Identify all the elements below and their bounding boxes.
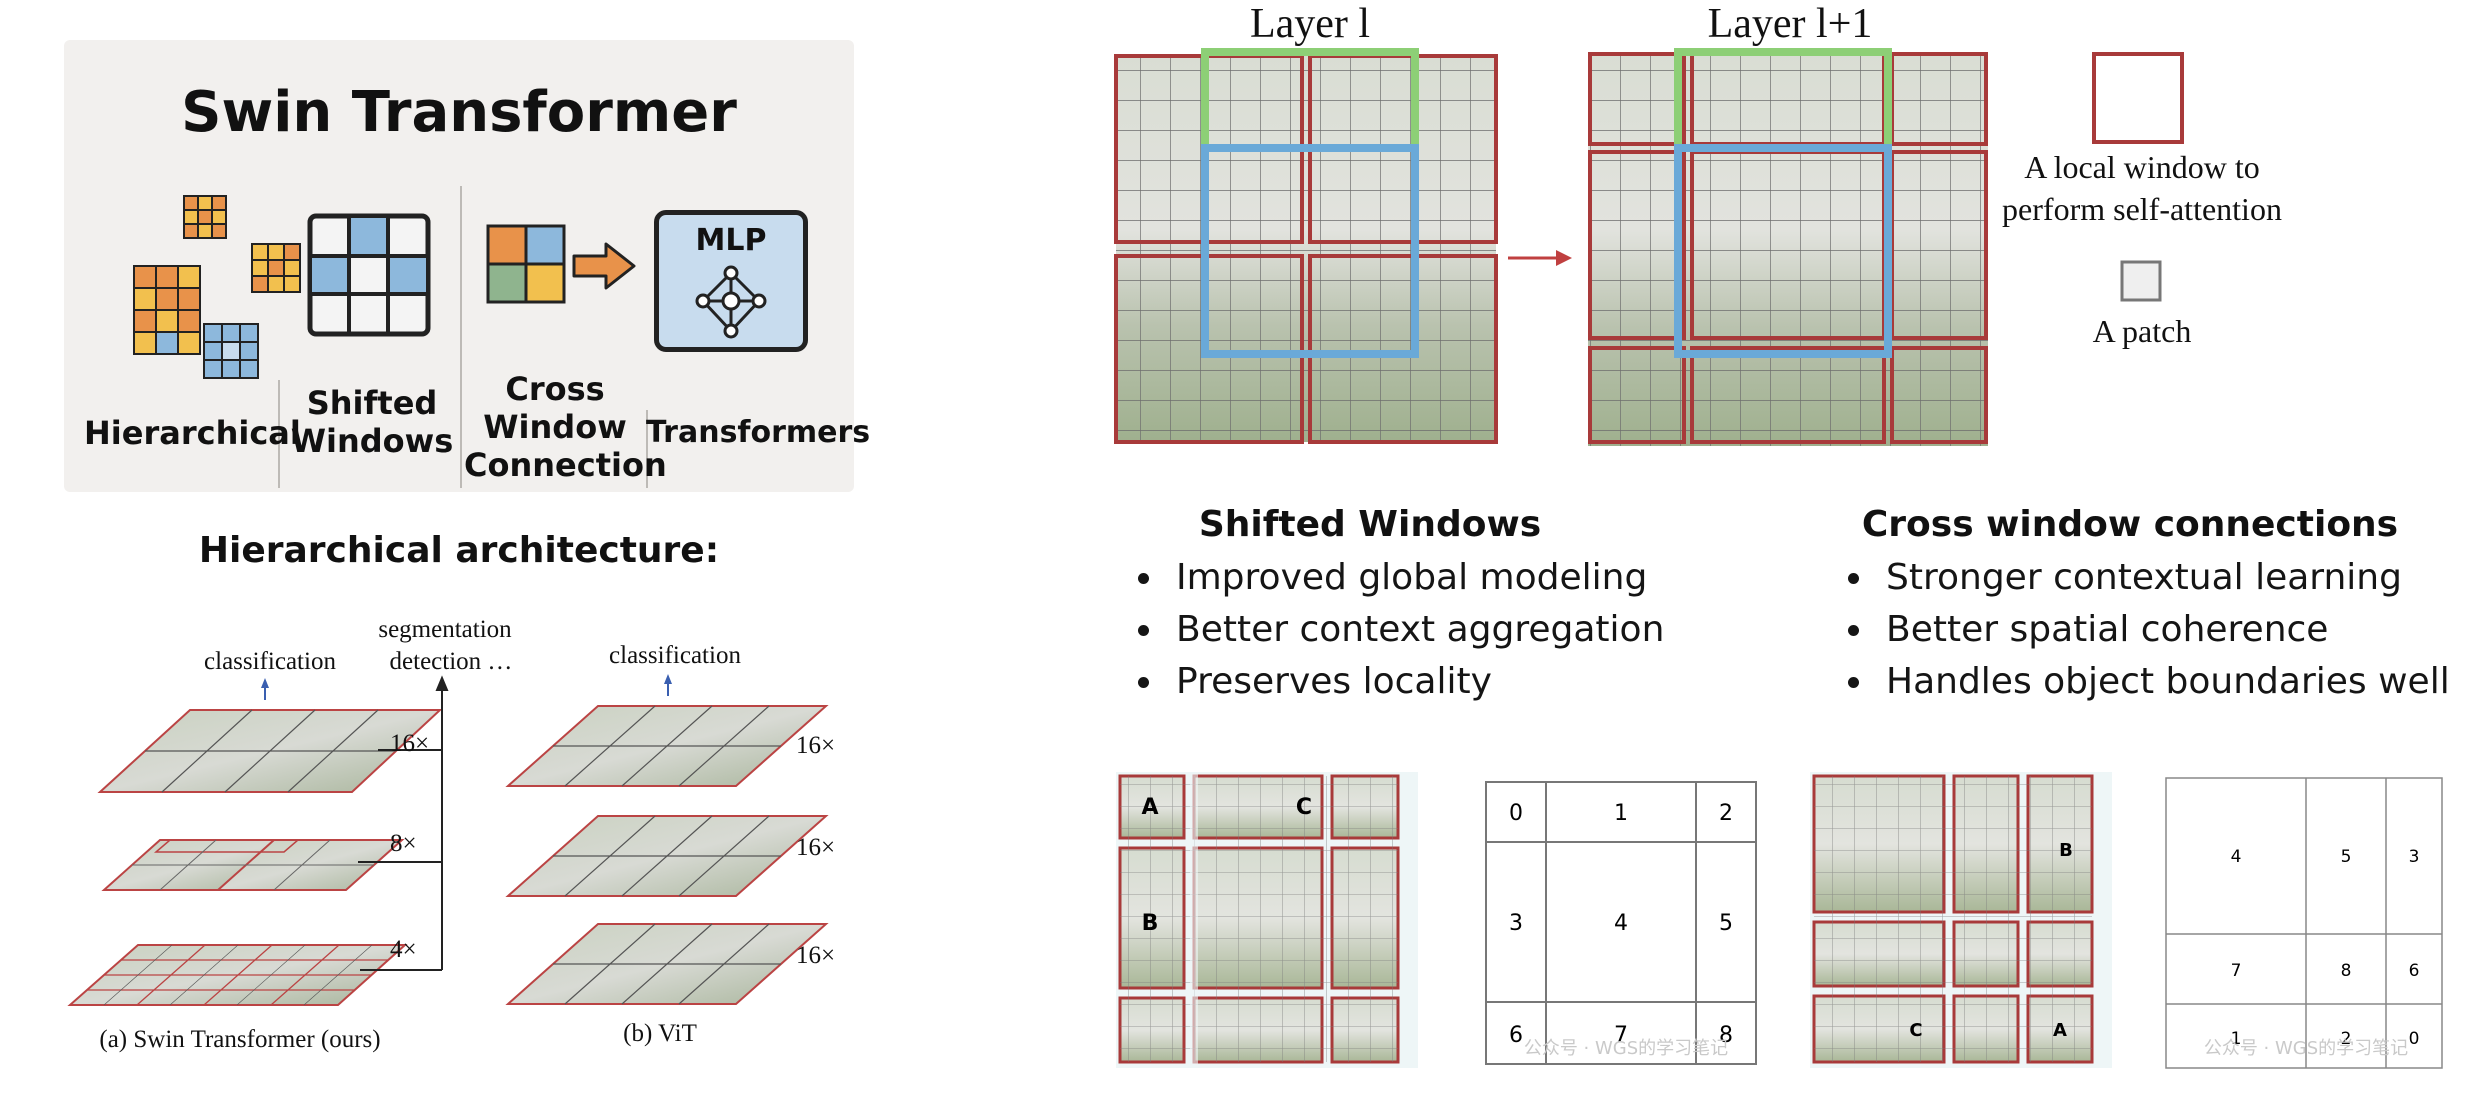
grid-cell: 7 bbox=[1614, 1023, 1628, 1048]
vit-multiplier-2: 16× bbox=[796, 834, 836, 861]
multiplier-8x: 8× bbox=[390, 830, 417, 857]
grid-cell: 3 bbox=[2409, 847, 2420, 867]
hierarchical-icon bbox=[133, 195, 301, 379]
watermark-left: 公众号 · WGS的学习笔记 bbox=[1524, 1038, 1728, 1059]
detection-label: detection … bbox=[389, 648, 513, 675]
list-item: Preserves locality bbox=[1166, 656, 1726, 708]
shift-arrow bbox=[1508, 250, 1572, 266]
swin-plates bbox=[67, 675, 449, 1006]
shifted-windows-heading: Shifted Windows bbox=[1198, 504, 1542, 545]
list-item: Improved global modeling bbox=[1166, 552, 1726, 604]
list-item: Stronger contextual learning bbox=[1876, 552, 2484, 604]
list-item: Better spatial coherence bbox=[1876, 604, 2484, 656]
swin-summary-card: Swin Transformer bbox=[64, 40, 871, 492]
region-a-label: A bbox=[2053, 1020, 2067, 1041]
cross-window-icon bbox=[486, 224, 636, 304]
transformers-label: Transformers bbox=[646, 415, 871, 450]
card-title: Swin Transformer bbox=[181, 80, 737, 145]
patch-swatch bbox=[2120, 260, 2162, 302]
vit-caption: (b) ViT bbox=[623, 1020, 697, 1047]
grid-cell: 8 bbox=[2341, 961, 2352, 981]
vit-classification-label: classification bbox=[609, 642, 741, 669]
grid-cell: 5 bbox=[2341, 847, 2352, 867]
grid-cell: 2 bbox=[2341, 1029, 2352, 1049]
list-item: Handles object boundaries well bbox=[1876, 656, 2484, 708]
grid-cell: 1 bbox=[2231, 1029, 2242, 1049]
layer-l-grid bbox=[1114, 48, 1498, 444]
list-item: Better context aggregation bbox=[1166, 604, 1726, 656]
layer-l1-title: Layer l+1 bbox=[1707, 1, 1873, 47]
grid-cell: 4 bbox=[2231, 847, 2242, 867]
card-divider bbox=[278, 380, 280, 488]
layer-l-title: Layer l bbox=[1249, 1, 1371, 47]
grid-cell: 8 bbox=[1719, 1023, 1733, 1048]
shifted-windows-list: Improved global modeling Better context … bbox=[1120, 552, 1726, 708]
shifted-windows-icon bbox=[307, 213, 431, 337]
grid-cell: 6 bbox=[2409, 961, 2420, 981]
vit-multiplier-1: 16× bbox=[796, 732, 836, 759]
region-c-label: C bbox=[1296, 795, 1312, 820]
watermark-right: 公众号 · WGS的学习笔记 bbox=[2204, 1038, 2408, 1059]
partition-image-right: B C A bbox=[1810, 772, 2112, 1068]
layer-l1-grid bbox=[1588, 48, 1988, 446]
hierarchical-architecture-diagram bbox=[67, 674, 829, 1006]
network-icon bbox=[695, 265, 767, 339]
grid-cell: 0 bbox=[2409, 1029, 2420, 1049]
grid-cell: 5 bbox=[1719, 911, 1733, 936]
grid-cell: 2 bbox=[1719, 801, 1733, 826]
segmentation-label: segmentation bbox=[378, 616, 512, 643]
local-window-swatch bbox=[2092, 52, 2184, 144]
region-b-label: B bbox=[2059, 840, 2073, 861]
mlp-box: MLP bbox=[654, 210, 808, 352]
vit-plates bbox=[505, 674, 829, 1005]
layer-windows-diagram bbox=[1114, 48, 1988, 446]
region-c-label: C bbox=[1909, 1020, 1922, 1041]
vit-multiplier-3: 16× bbox=[796, 942, 836, 969]
cross-window-list: Stronger contextual learning Better spat… bbox=[1830, 552, 2484, 708]
legend-icons bbox=[2092, 52, 2184, 302]
grid-cell: 6 bbox=[1509, 1023, 1523, 1048]
swin-caption: (a) Swin Transformer (ours) bbox=[99, 1026, 381, 1053]
grid-cell: 7 bbox=[2231, 961, 2242, 981]
bottom-window-diagrams: A B C 0 1 2 3 4 5 6 7 8 公众号 · WGS的学习笔记 B… bbox=[1116, 772, 2443, 1069]
multiplier-4x: 4× bbox=[390, 936, 417, 963]
index-grid-1: 0 1 2 3 4 5 6 7 8 公众号 · WGS的学习笔记 bbox=[1485, 781, 1757, 1065]
region-b-label: B bbox=[1142, 911, 1159, 936]
hierarchical-label: Hierarchical bbox=[84, 414, 301, 452]
grid-cell: 0 bbox=[1509, 801, 1523, 826]
multiplier-16x: 16× bbox=[390, 730, 430, 757]
index-grid-2: 4 5 3 7 8 6 1 2 0 公众号 · WGS的学习笔记 bbox=[2165, 777, 2443, 1069]
grid-cell: 4 bbox=[1614, 911, 1628, 936]
region-a-label: A bbox=[1141, 795, 1158, 820]
legend-patch-text: A patch bbox=[2092, 313, 2192, 349]
mlp-label: MLP bbox=[695, 223, 767, 258]
card-divider bbox=[460, 186, 462, 488]
grid-cell: 1 bbox=[1614, 801, 1628, 826]
swin-classification-label: classification bbox=[204, 648, 336, 675]
hierarchical-architecture-title: Hierarchical architecture: bbox=[198, 530, 720, 571]
partition-image-left: A B C bbox=[1116, 772, 1418, 1068]
card-divider bbox=[646, 410, 648, 488]
grid-cell: 3 bbox=[1509, 911, 1523, 936]
cross-window-heading: Cross window connections bbox=[1861, 504, 2399, 545]
